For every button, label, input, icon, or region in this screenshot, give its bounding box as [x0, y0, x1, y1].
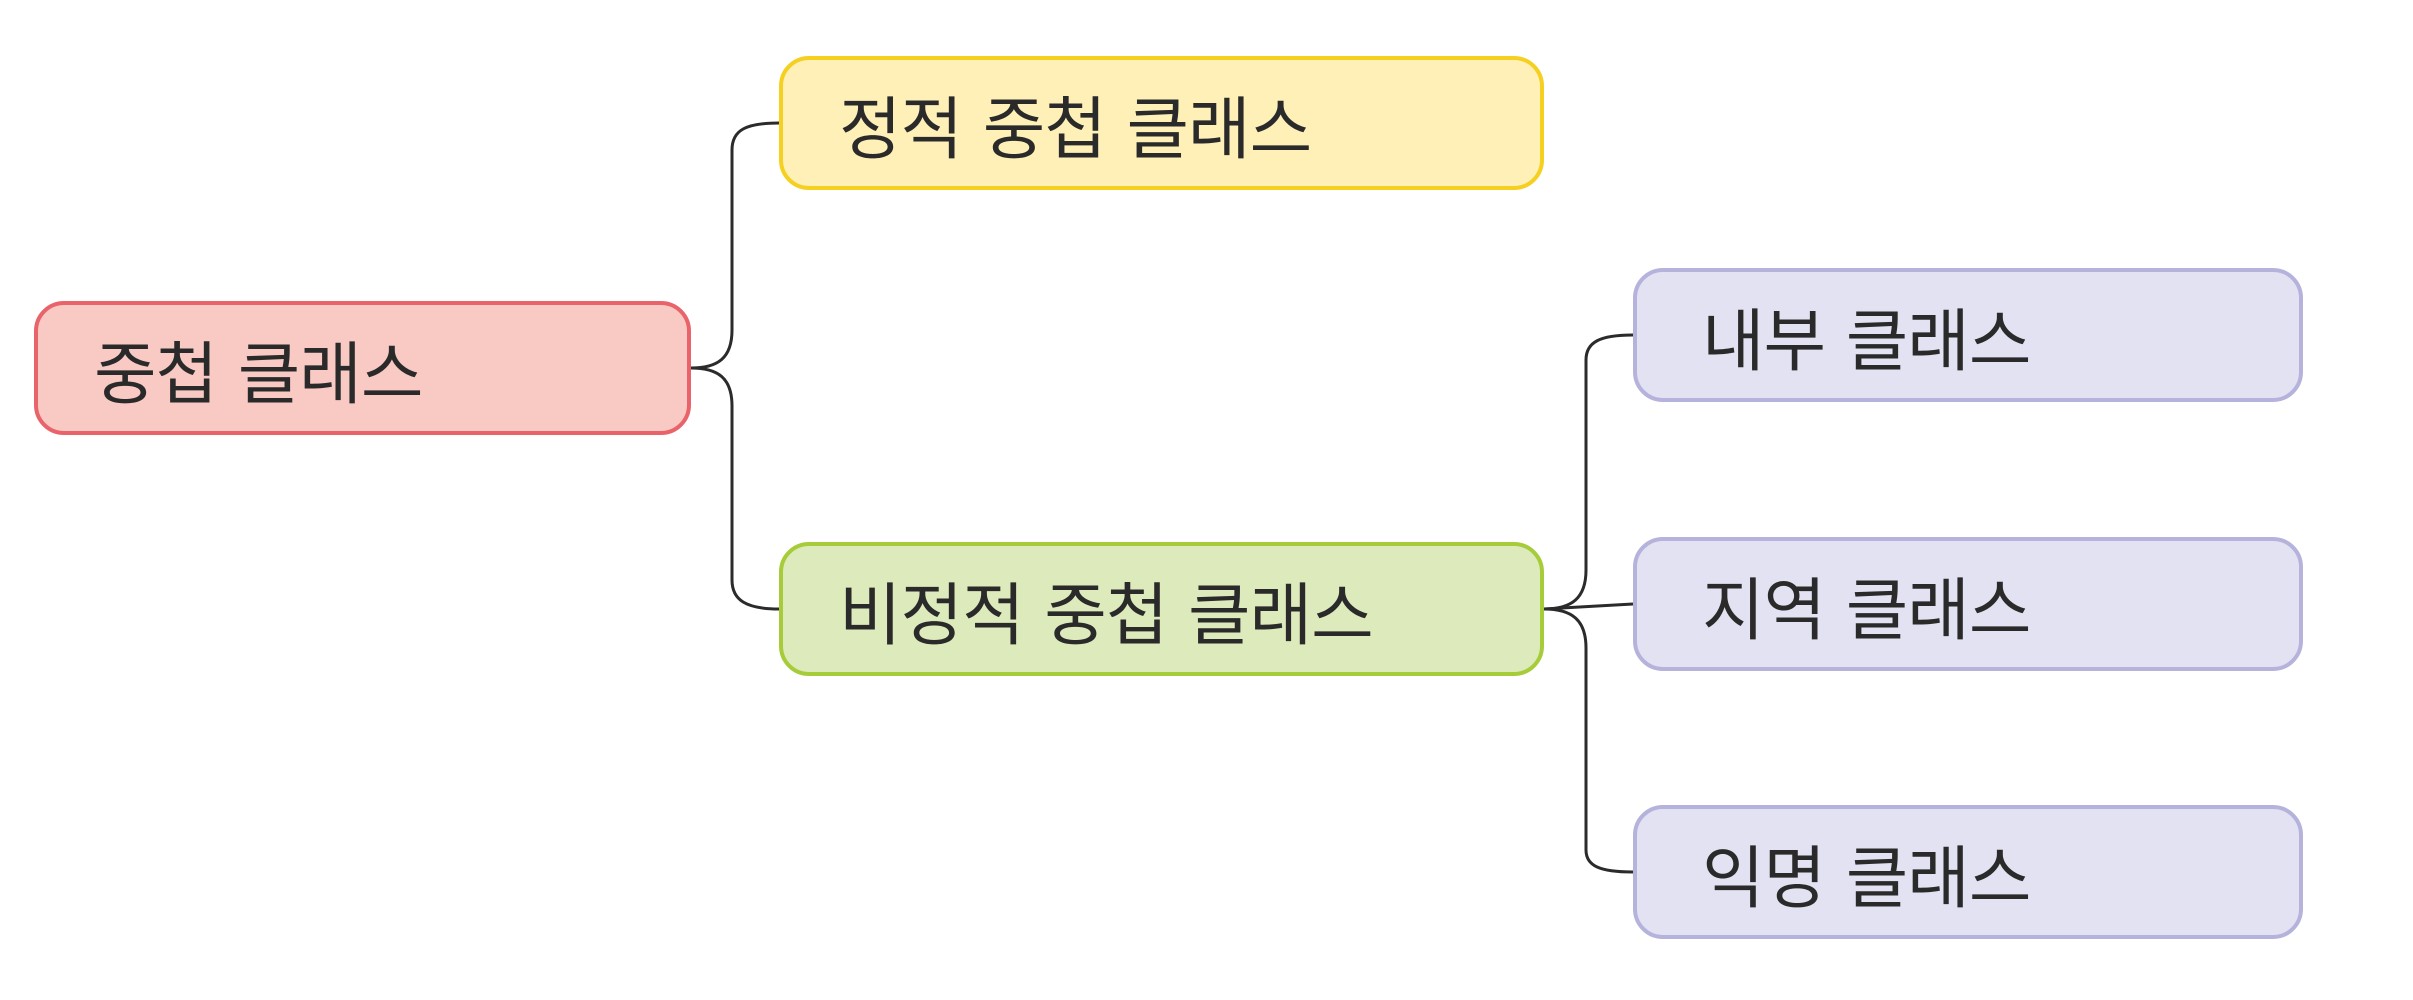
node-local-class: 지역 클래스: [1633, 537, 2303, 671]
connector-nonstatic-to-anon: [1543, 607, 1634, 874]
node-static-nested-class-label: 정적 중첩 클래스: [839, 90, 1312, 170]
node-inner-class: 내부 클래스: [1633, 268, 2303, 402]
node-local-class-label: 지역 클래스: [1702, 571, 2031, 651]
node-static-nested-class: 정적 중첩 클래스: [779, 56, 1544, 190]
node-nested-class: 중첩 클래스: [34, 301, 691, 435]
connector-nonstatic-to-local: [1543, 602, 1634, 611]
node-non-static-nested-class-label: 비정적 중첩 클래스: [839, 576, 1374, 656]
connector-root-to-static: [690, 121, 780, 370]
connector-nonstatic-to-inner: [1543, 333, 1634, 611]
node-anonymous-class-label: 익명 클래스: [1702, 839, 2031, 919]
node-nested-class-label: 중첩 클래스: [94, 335, 423, 415]
node-inner-class-label: 내부 클래스: [1702, 302, 2031, 382]
connector-root-to-nonstatic: [690, 366, 780, 611]
node-non-static-nested-class: 비정적 중첩 클래스: [779, 542, 1544, 676]
node-anonymous-class: 익명 클래스: [1633, 805, 2303, 939]
